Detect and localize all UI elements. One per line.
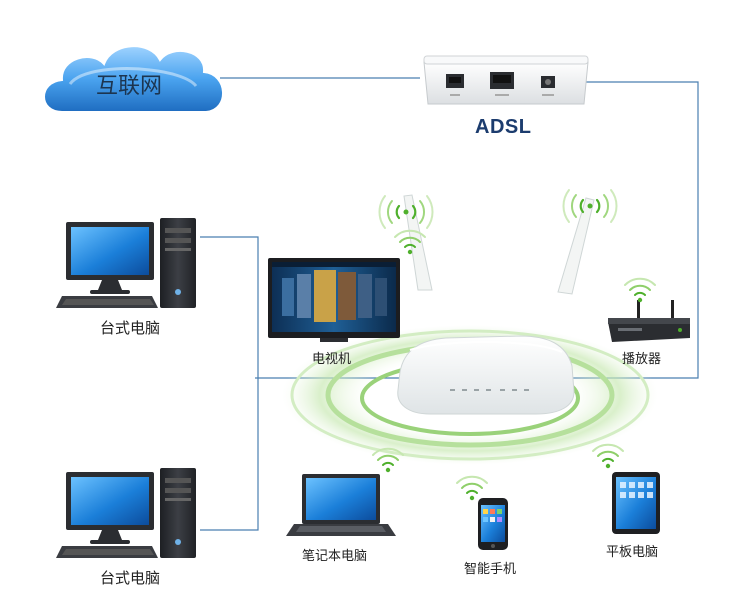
tablet-icon [612,472,660,534]
wifi-signal-icon [456,475,488,501]
wireless-router-icon [397,194,595,415]
laptop-label: 笔记本电脑 [302,549,368,564]
tv-icon [268,258,400,342]
adsl-modem-icon [423,55,589,105]
wifi-signal-icon [592,443,624,469]
line-desktops-trunk [200,236,259,531]
media-player-icon [608,300,690,342]
tv-label: 电视机 [312,352,352,367]
tablet-label: 平板电脑 [606,545,659,560]
wifi-signal-icon [562,189,618,223]
player-label: 播放器 [622,352,662,367]
adsl-label: ADSL [475,116,532,138]
phone-label: 智能手机 [464,562,517,577]
desktop-top-label: 台式电脑 [100,319,161,337]
cloud-icon [43,45,224,113]
laptop-icon [286,474,396,536]
cloud-label: 互联网 [96,74,163,99]
smartphone-icon [478,498,508,550]
wifi-signal-icon [378,195,434,229]
desktop-computer-icon [56,468,196,558]
desktop-bottom-label: 台式电脑 [100,569,161,587]
desktop-computer-icon [56,218,196,308]
wifi-signal-icon [624,277,656,303]
wifi-signal-icon [372,447,404,473]
wifi-signal-icon [394,229,426,255]
